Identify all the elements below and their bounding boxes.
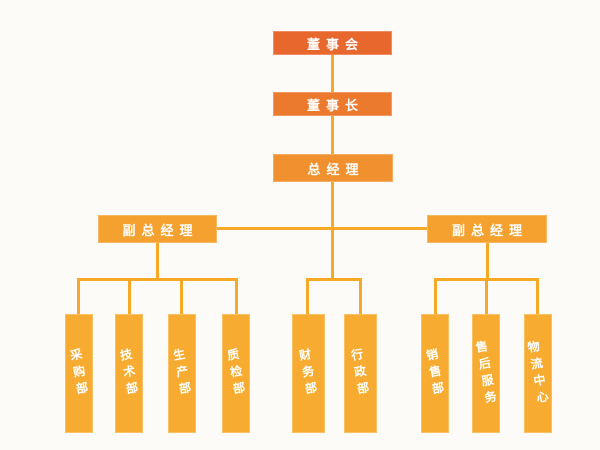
node-dept-finance: 财务部 (292, 314, 325, 433)
node-dept-quality: 质检部 (222, 314, 250, 433)
node-board-label: 董事会 (306, 37, 364, 53)
connector-drop-wuliu (536, 278, 539, 315)
node-dept-procurement: 采购部 (65, 314, 93, 433)
node-dept-technology: 技术部 (115, 314, 143, 433)
connector-drop-zhijian (235, 278, 238, 315)
connector-left-group-bar (77, 278, 238, 281)
connector-drop-shengchan (180, 278, 183, 315)
connector-deputy-right-drop (486, 243, 489, 281)
node-dept-logistics-label: 物流中心 (524, 338, 551, 409)
node-dept-sales-label: 销售部 (423, 347, 446, 400)
node-deputy-gm-left: 副总经理 (98, 215, 217, 243)
node-dept-production-label: 生产部 (170, 347, 193, 400)
connector-deputy-crossbar (215, 227, 429, 230)
node-general-manager: 总经理 (273, 154, 393, 182)
node-dept-logistics: 物流中心 (524, 314, 552, 433)
node-dept-procurement-label: 采购部 (67, 347, 90, 400)
connector-drop-caiwu (306, 278, 309, 315)
connector-drop-caigou (77, 278, 80, 315)
node-chairman-label: 董事长 (306, 98, 364, 114)
connector-drop-jishu (128, 278, 131, 315)
connector-drop-shouhou (485, 278, 488, 315)
connector-drop-xingzheng (359, 278, 362, 315)
connector-deputy-left-drop (156, 243, 159, 281)
connector-middle-group-bar (306, 278, 362, 281)
node-dept-administration: 行政部 (344, 314, 377, 433)
connector-drop-xiaoshou (434, 278, 437, 315)
node-dept-production: 生产部 (168, 314, 196, 433)
node-dept-administration-label: 行政部 (348, 347, 372, 400)
node-dept-aftersales-label: 售后服务 (472, 338, 499, 409)
node-dept-technology-label: 技术部 (117, 347, 140, 400)
node-general-manager-label: 总经理 (307, 162, 365, 178)
node-chairman: 董事长 (273, 92, 392, 116)
node-board: 董事会 (273, 31, 392, 55)
node-deputy-gm-right-label: 副总经理 (451, 223, 528, 239)
node-dept-quality-label: 质检部 (224, 347, 247, 400)
node-dept-finance-label: 财务部 (296, 347, 320, 400)
node-deputy-gm-left-label: 副总经理 (122, 223, 199, 239)
node-dept-sales: 销售部 (421, 314, 449, 433)
node-deputy-gm-right: 副总经理 (427, 215, 547, 243)
connector-chairman-gm (331, 116, 334, 154)
node-dept-aftersales: 售后服务 (472, 314, 500, 433)
connector-gm-trunk (331, 182, 334, 280)
connector-board-chairman (331, 55, 334, 92)
